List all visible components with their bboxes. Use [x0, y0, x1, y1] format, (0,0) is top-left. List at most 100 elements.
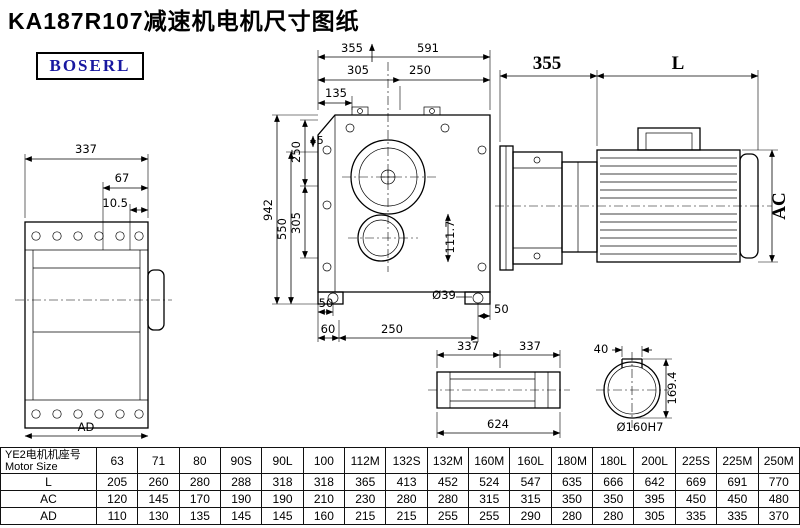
value-cell: 215 [344, 507, 387, 525]
motor-size-cell: 90L [261, 447, 304, 474]
value-cell: 280 [385, 490, 428, 508]
value-cell: 642 [633, 473, 676, 491]
bore-diameter-label: Ø160H7 [617, 420, 664, 434]
value-cell: 110 [95, 507, 139, 525]
value-cell: 350 [592, 490, 635, 508]
value-cell: 452 [426, 473, 470, 491]
dim-b-50-right: 50 [494, 302, 509, 316]
motor-size-cell: 90S [220, 447, 263, 474]
front-view: 591 355 305 250 135 942 550 250 305 5 11… [261, 41, 509, 342]
output-bore [350, 139, 426, 215]
dim-shaft-624: 624 [487, 417, 509, 431]
value-cell: 370 [757, 507, 800, 525]
dim-side-355: 355 [533, 53, 562, 74]
row-label: AC [0, 490, 97, 508]
motor-size-cell: 200L [633, 447, 676, 474]
gearbox-front-outline [317, 114, 491, 293]
value-cell: 120 [95, 490, 139, 508]
foot-hole [472, 292, 484, 304]
value-cell: 547 [509, 473, 552, 491]
value-cell: 480 [757, 490, 800, 508]
motor-size-cell: 132S [385, 447, 428, 474]
dim-top-591: 591 [417, 41, 439, 55]
dim-v-550: 550 [275, 218, 289, 240]
value-cell: 210 [302, 490, 346, 508]
value-cell: 770 [757, 473, 800, 491]
dim-v-942: 942 [261, 199, 275, 221]
value-cell: 288 [220, 473, 263, 491]
motor-size-cell: 112M [344, 447, 387, 474]
value-cell: 255 [426, 507, 470, 525]
dim-v-111-7: 111.7 [443, 221, 457, 254]
value-cell: 315 [509, 490, 552, 508]
lifting-lug [423, 106, 441, 116]
motor-size-cell: 225S [674, 447, 718, 474]
value-cell: 318 [302, 473, 346, 491]
dim-left-67: 67 [115, 171, 130, 185]
value-cell: 666 [592, 473, 635, 491]
dim-side-L: L [672, 53, 685, 74]
brand-logo: BOSERL [36, 52, 144, 80]
page-title: KA187R107减速机电机尺寸图纸 [8, 8, 360, 34]
value-cell: 145 [220, 507, 263, 525]
value-cell: 205 [95, 473, 139, 491]
mounting-foot-right [464, 291, 491, 305]
value-cell: 413 [385, 473, 428, 491]
dim-keyway-40: 40 [594, 342, 609, 356]
lifting-lug [351, 106, 369, 116]
bolt-holes-front [322, 108, 487, 272]
motor-adapter [561, 161, 598, 253]
foot-hole [327, 292, 339, 304]
bolt-holes-bottom [31, 409, 144, 419]
motor-side-view: 355 L AC [495, 53, 790, 271]
motor-size-cell: 63 [95, 447, 139, 474]
value-cell: 190 [261, 490, 304, 508]
value-cell: 335 [674, 507, 718, 525]
motor-size-cell: 225M [716, 447, 759, 474]
value-cell: 230 [344, 490, 387, 508]
dim-v-5: 5 [317, 135, 324, 147]
motor-size-cell: 71 [137, 447, 180, 474]
row-label: AD [0, 507, 97, 525]
value-cell: 669 [674, 473, 718, 491]
value-cell: 135 [178, 507, 222, 525]
value-cell: 215 [385, 507, 428, 525]
row-label: L [0, 473, 97, 491]
dim-top-135: 135 [325, 86, 347, 100]
dim-top-355: 355 [341, 41, 363, 55]
motor-fins [600, 157, 737, 255]
mounting-foot-left [317, 291, 344, 305]
value-cell: 255 [468, 507, 511, 525]
value-cell: 260 [137, 473, 180, 491]
value-cell: 450 [716, 490, 759, 508]
value-cell: 280 [550, 507, 594, 525]
value-cell: 280 [426, 490, 470, 508]
dim-v-305: 305 [289, 212, 303, 234]
left-side-view: 337 67 10.5 AD [15, 142, 172, 439]
motor-size-cell: 160L [509, 447, 552, 474]
dim-b-60: 60 [321, 322, 336, 336]
dim-shaft-337b: 337 [519, 339, 541, 353]
value-cell: 280 [178, 473, 222, 491]
dim-shaft-337a: 337 [457, 339, 479, 353]
technical-drawing: 337 67 10.5 AD [15, 41, 790, 439]
dim-foot-hole-diameter: Ø39 [432, 288, 456, 302]
value-cell: 190 [220, 490, 263, 508]
dim-top-250: 250 [409, 63, 431, 77]
dim-b-250: 250 [381, 322, 403, 336]
dim-v-250: 250 [289, 141, 303, 163]
bore-detail: 40 169.4 Ø160H7 [594, 342, 679, 434]
value-cell: 365 [344, 473, 387, 491]
value-cell: 160 [302, 507, 346, 525]
value-cell: 450 [674, 490, 718, 508]
terminal-box-lid [645, 132, 693, 151]
motor-size-cell: 80 [178, 447, 222, 474]
dim-left-10-5: 10.5 [102, 196, 128, 210]
